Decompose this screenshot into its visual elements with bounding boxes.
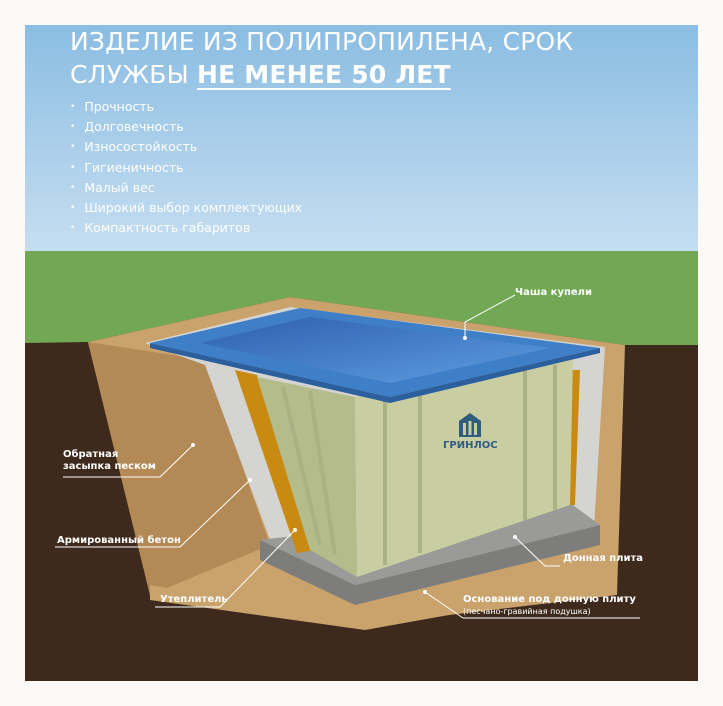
pool-front-wall (355, 357, 573, 577)
list-item: Компактность габаритов (70, 219, 302, 239)
list-item: Широкий выбор комплектующих (70, 199, 302, 219)
label-base: Основание под донную плиту (песчано-грави… (463, 594, 636, 618)
pool-diagram: ИЗДЕЛИЕ ИЗ ПОЛИПРОПИЛЕНА, СРОК СЛУЖБЫ НЕ… (25, 25, 698, 681)
label-insulation: Утеплитель (160, 594, 228, 605)
label-concrete: Армированный бетон (57, 535, 181, 546)
logo-icon (459, 413, 482, 437)
list-item: Малый вес (70, 179, 302, 199)
feature-list: Прочность Долговечность Износостойкость … (70, 98, 302, 239)
label-backfill: Обратная засыпка песком (63, 449, 156, 472)
title-plain: ИЗДЕЛИЕ ИЗ ПОЛИПРОПИЛЕНА, СРОК СЛУЖБЫ (70, 27, 574, 89)
page-title: ИЗДЕЛИЕ ИЗ ПОЛИПРОПИЛЕНА, СРОК СЛУЖБЫ НЕ… (70, 25, 698, 91)
label-bowl: Чаша купели (515, 287, 593, 298)
pool-illustration (25, 25, 698, 681)
logo-text: ГРИНЛОС (443, 440, 498, 451)
brand-logo: ГРИНЛОС (443, 413, 498, 452)
label-base-text: Основание под донную плиту (463, 594, 636, 605)
title-highlight: НЕ МЕНЕЕ 50 ЛЕТ (196, 60, 451, 89)
list-item: Прочность (70, 98, 302, 118)
bottom-slab (260, 525, 600, 605)
pool-opening (200, 317, 550, 383)
insulation (235, 370, 315, 553)
list-item: Гигиеничность (70, 159, 302, 179)
list-item: Долговечность (70, 118, 302, 138)
list-item: Износостойкость (70, 138, 302, 158)
label-bottom-slab: Донная плита (563, 553, 644, 564)
label-base-note: (песчано-гравийная подушка) (463, 607, 591, 616)
base-layer (150, 565, 617, 630)
